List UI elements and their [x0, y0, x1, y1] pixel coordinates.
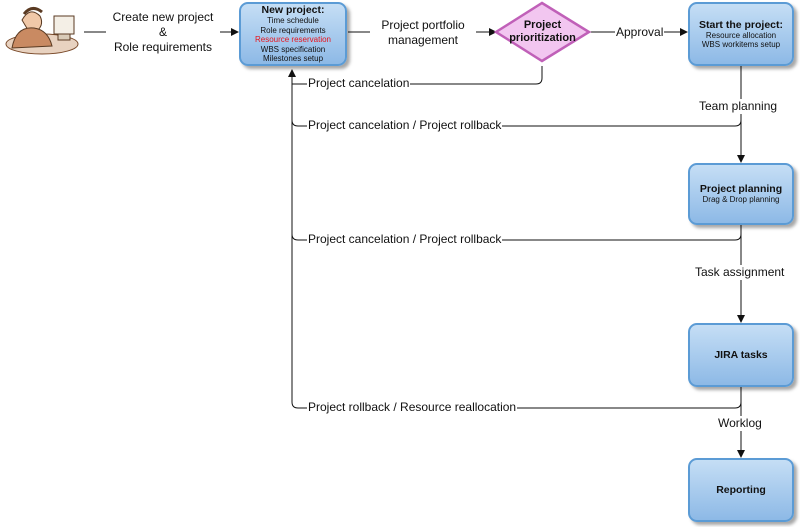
- project-planning-title: Project planning: [699, 183, 783, 196]
- cancel-rollback-label: Project cancelation / Project rollback: [307, 118, 503, 133]
- decision-line: Project: [523, 19, 562, 31]
- rollback-reallocation-label: Project rollback / Resource reallocation: [307, 400, 518, 415]
- project-planning-line: Drag & Drop planning: [702, 195, 780, 205]
- new-project-box: New project: Time schedule Role requirem…: [239, 2, 347, 66]
- portfolio-line: management: [387, 33, 459, 47]
- project-planning-box: Project planning Drag & Drop planning: [688, 163, 794, 225]
- decision-diamond: [493, 1, 592, 63]
- new-project-line: Time schedule: [267, 16, 319, 26]
- new-project-line: WBS specification: [260, 44, 326, 54]
- create-project-label: Create new project & Role requirements: [106, 10, 220, 55]
- cancel-label: Project cancelation: [307, 76, 411, 91]
- start-project-line: Resource allocation: [705, 30, 777, 40]
- team-planning-label: Team planning: [698, 99, 779, 114]
- person-at-computer-icon: [5, 7, 79, 55]
- decision-label: Project prioritization: [496, 19, 589, 45]
- new-project-line: Role requirements: [260, 25, 326, 35]
- worklog-label: Worklog: [717, 416, 763, 431]
- jira-tasks-title: JIRA tasks: [714, 349, 768, 361]
- create-line: Create new project: [112, 10, 214, 24]
- cancel-rollback-label: Project cancelation / Project rollback: [307, 232, 503, 247]
- task-assignment-label: Task assignment: [694, 265, 786, 280]
- reporting-box: Reporting: [688, 458, 794, 522]
- create-line: &: [158, 25, 167, 39]
- start-project-box: Start the project: Resource allocation W…: [688, 2, 794, 66]
- new-project-title: New project:: [261, 4, 325, 17]
- portfolio-line: Project portfolio: [381, 18, 465, 32]
- new-project-line: Resource reservation: [254, 35, 332, 45]
- new-project-line: Milestones setup: [262, 54, 324, 64]
- start-project-title: Start the project:: [698, 18, 783, 31]
- start-project-line: WBS workitems setup: [701, 40, 781, 49]
- create-line: Role requirements: [113, 40, 213, 54]
- jira-tasks-box: JIRA tasks: [688, 323, 794, 387]
- decision-line: prioritization: [509, 32, 576, 44]
- approval-label: Approval: [615, 25, 665, 40]
- reporting-title: Reporting: [716, 484, 766, 496]
- portfolio-label: Project portfolio management: [370, 18, 476, 48]
